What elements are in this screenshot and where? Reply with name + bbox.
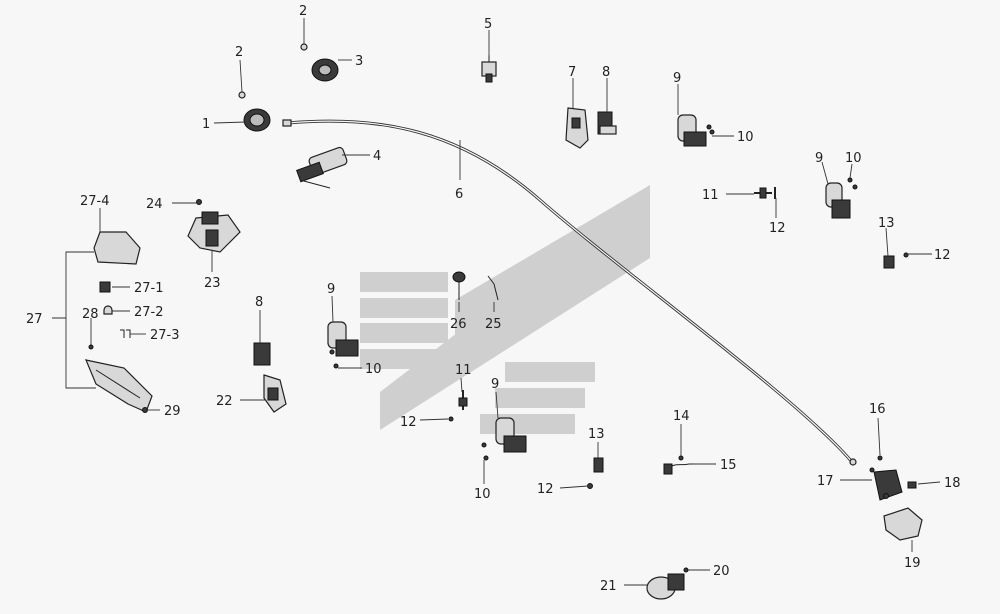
label-2: 2 — [235, 45, 243, 60]
label-21: 21 — [600, 579, 617, 594]
part-2-ball-a — [238, 91, 246, 99]
part-25-rod — [487, 275, 499, 301]
part-2-ball-b — [300, 43, 308, 51]
part-24-screw — [196, 199, 202, 205]
label-9-upper: 9 — [673, 71, 681, 86]
part-28-rail — [85, 344, 153, 413]
part-26-grommet — [452, 271, 466, 300]
label-4: 4 — [373, 149, 381, 164]
label-12-lower: 12 — [537, 482, 554, 497]
label-24: 24 — [146, 197, 163, 212]
part-11-bolt-middle — [448, 390, 468, 422]
callout-labels: 1 2 2 3 4 5 6 7 8 9 10 11 12 9 10 13 12 … — [26, 4, 961, 594]
part-17-housing — [869, 455, 903, 501]
label-26: 26 — [450, 317, 467, 332]
label-25: 25 — [485, 317, 502, 332]
label-10-right: 10 — [845, 151, 862, 166]
label-5: 5 — [484, 17, 492, 32]
part-8-connector-left — [253, 342, 271, 366]
part-27-4-cover — [93, 231, 141, 265]
part-15-sensor — [663, 455, 697, 475]
label-9-lower: 9 — [491, 377, 499, 392]
label-27-3: 27-3 — [150, 328, 180, 343]
label-8-left: 8 — [255, 295, 263, 310]
label-29: 29 — [164, 404, 181, 419]
label-14: 14 — [673, 409, 690, 424]
part-23-latch — [187, 211, 241, 253]
label-27: 27 — [26, 312, 43, 327]
part-7-bracket — [565, 107, 589, 149]
label-12-upper: 12 — [769, 221, 786, 236]
watermark-logo — [360, 185, 650, 434]
part-9-motor-lower — [481, 417, 527, 461]
label-8-upper: 8 — [602, 65, 610, 80]
label-20: 20 — [713, 564, 730, 579]
cable-end-right — [849, 458, 857, 466]
part-1-grommet — [243, 108, 271, 132]
label-27-2: 27-2 — [134, 305, 164, 320]
label-22: 22 — [216, 394, 233, 409]
label-15: 15 — [720, 458, 737, 473]
label-13-lower: 13 — [588, 427, 605, 442]
label-17: 17 — [817, 474, 834, 489]
part-22-bracket — [263, 374, 287, 413]
part-11-bolt-upper — [754, 187, 776, 199]
label-9-right: 9 — [815, 151, 823, 166]
part-21-motor — [646, 567, 689, 600]
part-4-motor — [296, 146, 348, 189]
label-10-middle: 10 — [365, 362, 382, 377]
label-11-upper: 11 — [702, 188, 719, 203]
part-27-2-clip — [103, 305, 113, 315]
part-18-clip — [907, 481, 917, 489]
label-18: 18 — [944, 476, 961, 491]
part-27-1-clip — [99, 281, 111, 293]
part-27-3-clip — [120, 329, 131, 338]
part-13-clip-lower — [587, 457, 604, 489]
label-7: 7 — [568, 65, 576, 80]
label-10-upper: 10 — [737, 130, 754, 145]
part-5-actuator — [481, 55, 497, 83]
label-12-right: 12 — [934, 248, 951, 263]
part-8-connector-upper — [597, 111, 617, 135]
part-9-motor-upper — [677, 114, 715, 147]
label-23: 23 — [204, 276, 221, 291]
label-16: 16 — [869, 402, 886, 417]
label-27-4: 27-4 — [80, 194, 110, 209]
label-1: 1 — [202, 117, 210, 132]
label-11-middle: 11 — [455, 363, 472, 378]
label-2-upper: 2 — [299, 4, 307, 19]
label-19: 19 — [904, 556, 921, 571]
label-6: 6 — [455, 187, 463, 202]
label-9-middle: 9 — [327, 282, 335, 297]
part-9-motor-middle — [327, 321, 359, 369]
part-19-bracket — [883, 507, 923, 541]
leader-lines — [52, 18, 941, 586]
part-9-motor-right — [825, 177, 858, 219]
label-10-lower: 10 — [474, 487, 491, 502]
label-13-right: 13 — [878, 216, 895, 231]
part-3-grommet — [311, 58, 339, 82]
cable-end-left — [282, 119, 292, 127]
label-12-middle: 12 — [400, 415, 417, 430]
label-3: 3 — [355, 54, 363, 69]
label-28: 28 — [82, 307, 99, 322]
label-27-1: 27-1 — [134, 281, 164, 296]
